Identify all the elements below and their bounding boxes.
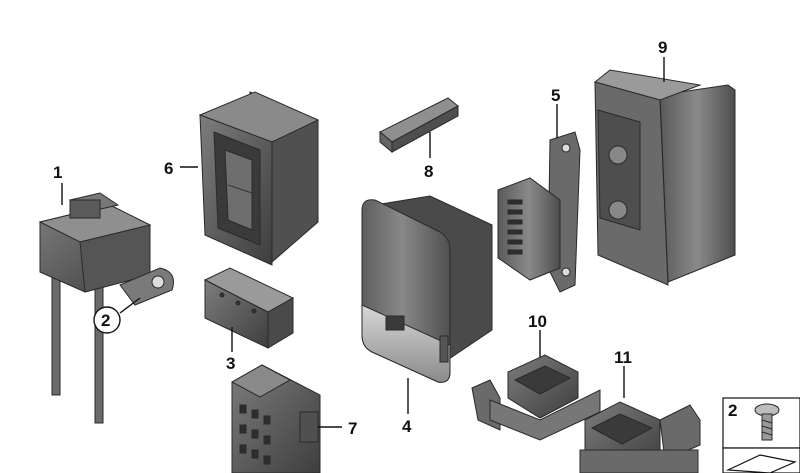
part-10-clip [471, 354, 601, 441]
callout-5: 5 [551, 86, 560, 105]
callout-8: 8 [424, 162, 433, 181]
callout-7: 7 [348, 419, 357, 438]
leader-lines [61, 57, 665, 428]
part-7-connector [230, 364, 321, 473]
legend-box: 2 [722, 397, 800, 473]
callout-1: 1 [53, 163, 62, 182]
part-5-connector [497, 131, 581, 293]
part-9-housing [593, 69, 736, 286]
callout-3: 3 [226, 354, 235, 373]
part-1-connector [38, 192, 152, 424]
callout-10: 10 [528, 312, 547, 331]
screw-icon [754, 403, 780, 441]
part-11-clip [579, 401, 701, 473]
callout-4: 4 [402, 417, 412, 436]
part-4-cover [361, 195, 493, 383]
callout-6: 6 [164, 159, 173, 178]
part-2-bracket [119, 267, 174, 306]
callout-9: 9 [658, 38, 667, 57]
part-8-strip [379, 97, 459, 154]
callout-11: 11 [614, 348, 632, 367]
callout-2: 2 [101, 311, 110, 330]
part-6-housing [198, 91, 320, 266]
legend-item-number: 2 [728, 401, 737, 420]
part-3-block [203, 267, 295, 349]
callout-2-circle [93, 306, 121, 334]
arrow-icon [725, 454, 797, 473]
